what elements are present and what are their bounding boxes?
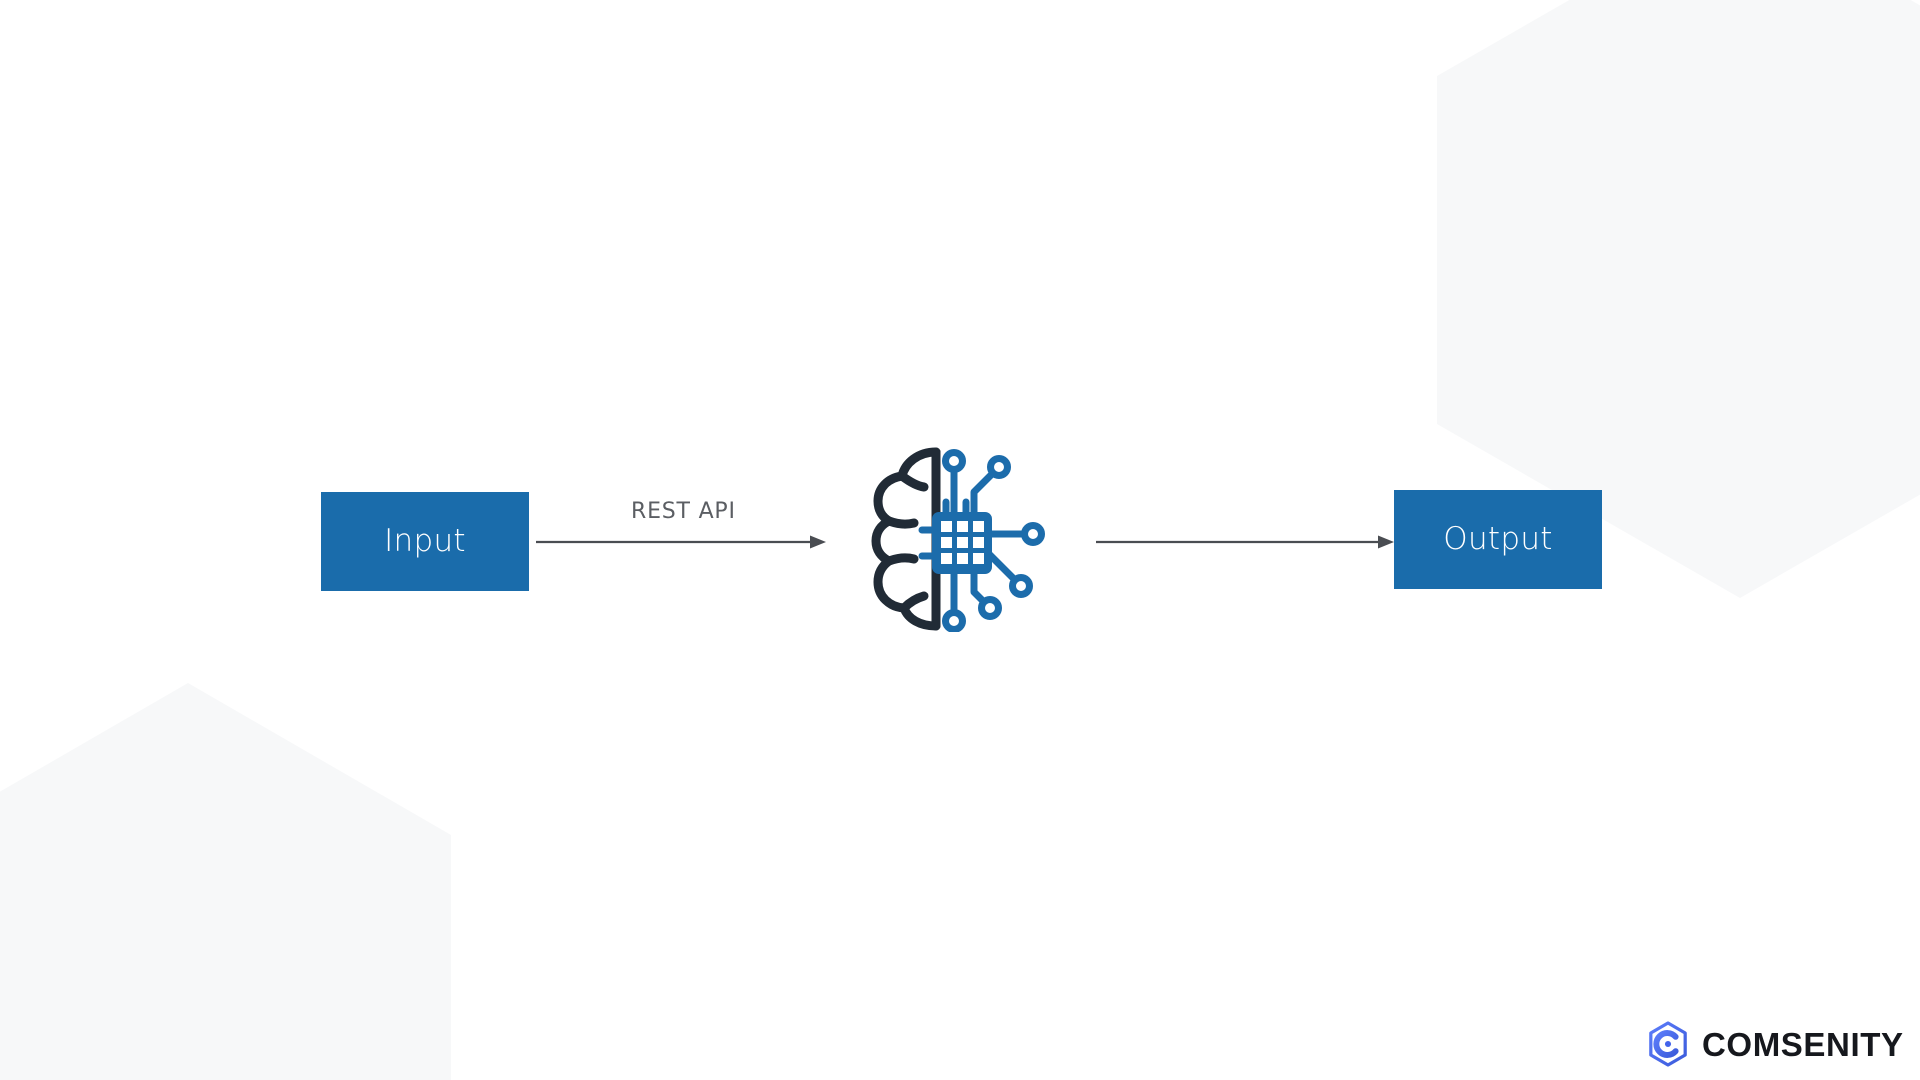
decor-hexagon-bottom-left (0, 683, 451, 1080)
circuit-node-top-left (942, 449, 966, 473)
chip-grid (941, 521, 984, 564)
circuit-node-bottom-mid (978, 596, 1002, 620)
node-output-label: Output (1443, 521, 1553, 557)
brand-logo[interactable]: COMSENITY (1647, 1021, 1904, 1067)
circuit-node-bottom (942, 609, 966, 632)
node-input-label: Input (384, 523, 466, 559)
circuit-nodes (942, 449, 1045, 632)
circuit-node-right (1021, 522, 1045, 546)
circuit-node-bottom-right (1009, 574, 1033, 598)
node-output[interactable]: Output (1394, 490, 1602, 589)
brain-outline-icon (871, 447, 941, 631)
edge-input-to-model (536, 535, 826, 549)
brand-wordmark: COMSENITY (1702, 1025, 1904, 1063)
edge-model-to-output (1096, 535, 1394, 549)
node-input[interactable]: Input (321, 492, 529, 591)
ai-brain-circuit-icon[interactable] (862, 442, 1062, 632)
arrowhead-icon (810, 535, 826, 549)
arrowhead-icon (1378, 535, 1394, 549)
edge-label-rest-api: REST API (631, 499, 736, 524)
comsenity-hexagon-c-icon (1649, 1021, 1687, 1067)
circuit-node-top-right (987, 455, 1011, 479)
